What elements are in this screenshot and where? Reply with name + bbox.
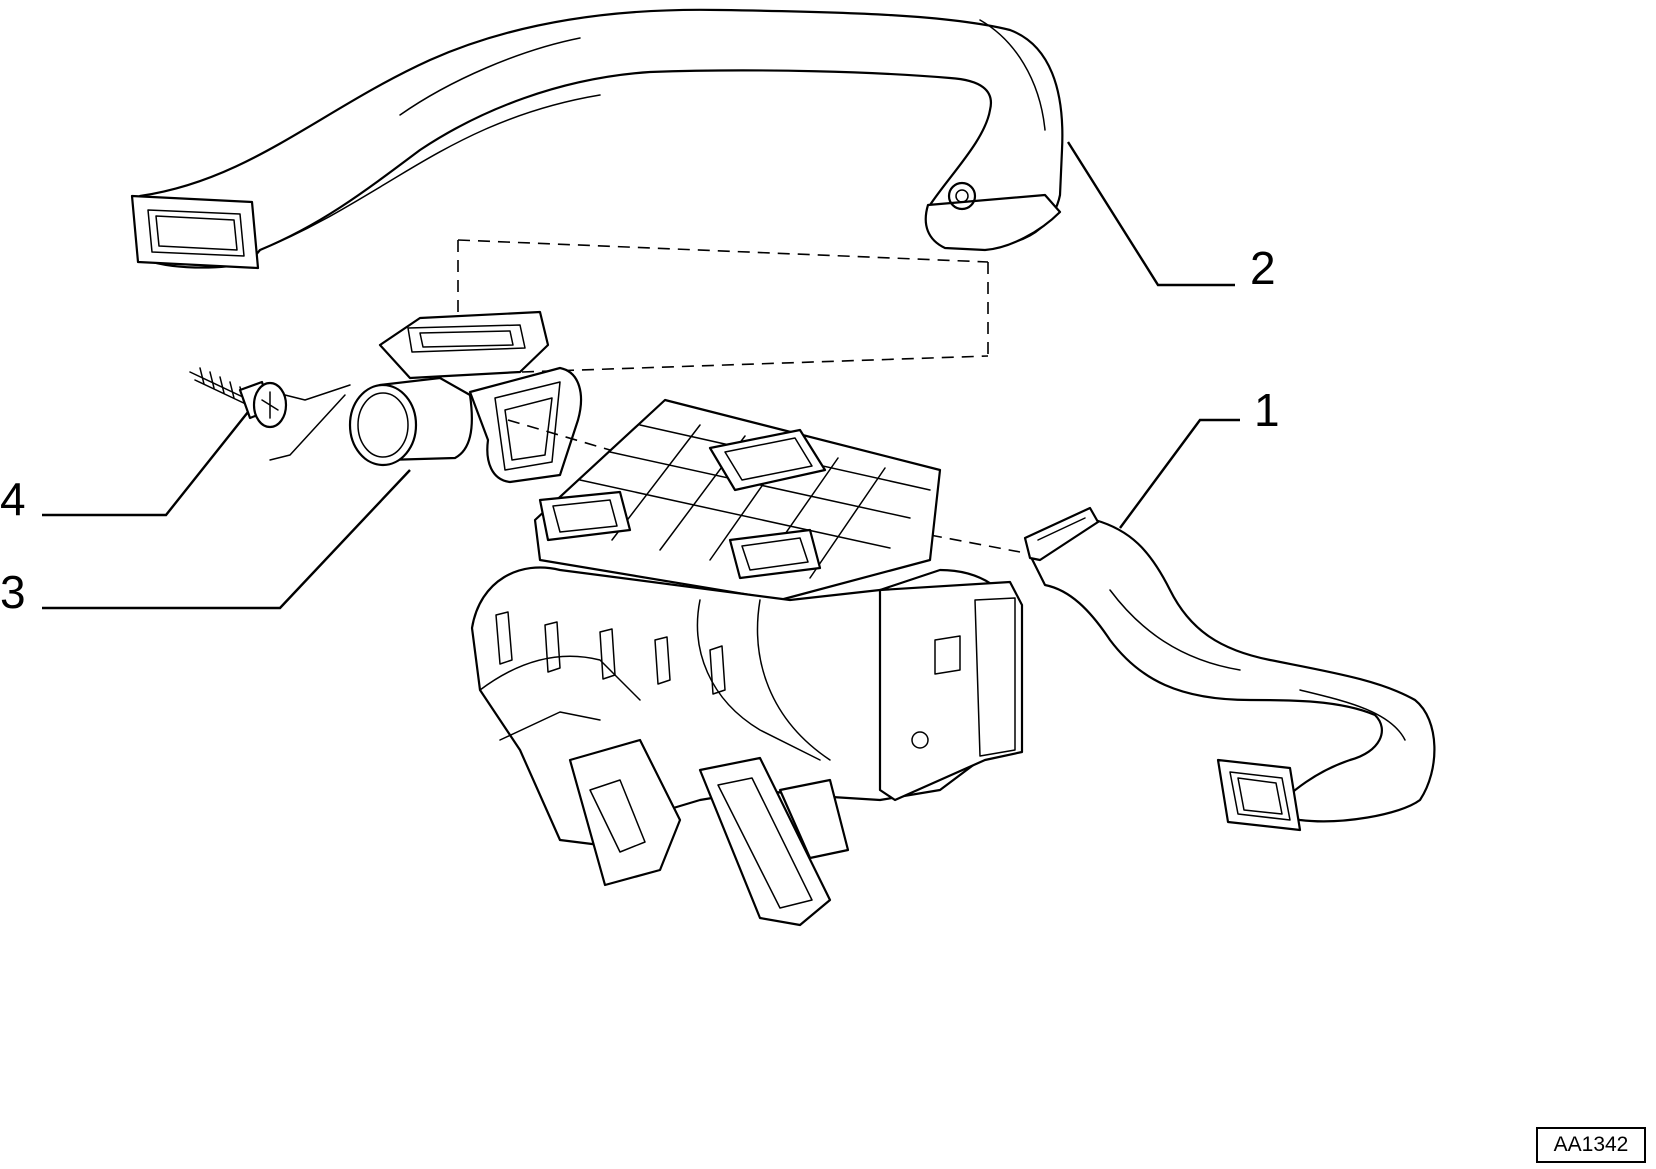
self-tapping-screw: [189, 367, 351, 461]
upper-air-duct: [130, 8, 1064, 270]
callout-leaders: [42, 141, 1240, 610]
reference-code-label: AA1342: [1536, 1127, 1646, 1163]
heater-blower-housing: [470, 398, 1024, 927]
lower-air-duct: [1023, 506, 1436, 832]
intake-adapter: [348, 310, 582, 484]
callout-2: 2: [1250, 242, 1276, 294]
callout-1: 1: [1254, 384, 1280, 436]
callout-4: 4: [0, 473, 26, 525]
callout-3: 3: [0, 566, 26, 618]
